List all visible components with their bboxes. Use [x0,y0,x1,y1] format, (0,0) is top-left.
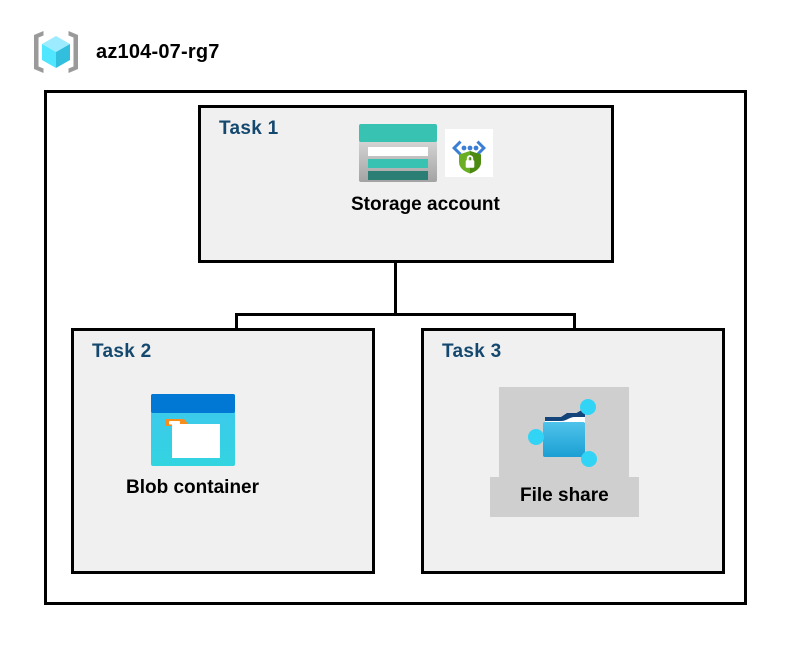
resource-group-name: az104-07-rg7 [96,40,220,63]
connector-storage-trunk [394,263,397,315]
task-1-label: Task 1 [219,118,279,139]
task-3-box: Task 3 [421,328,725,574]
file-share-icon [528,399,598,467]
secure-endpoint-shield-icon [445,129,494,177]
task-3-label: Task 3 [442,341,502,362]
node-file-share[interactable]: File share [490,387,639,517]
storage-account-caption: Storage account [351,194,500,215]
blob-container-icon [150,394,235,466]
blob-container-icon-group [150,393,236,467]
storage-account-icon-group [357,122,494,184]
file-share-caption: File share [490,477,639,517]
node-blob-container[interactable]: Blob container [124,393,261,499]
resource-group-header: az104-07-rg7 [30,28,220,76]
node-storage-account[interactable]: Storage account [349,122,502,216]
task-2-box: Task 2 Blob container [71,328,375,574]
connector-horizontal-bus [235,313,576,316]
task-1-box: Task 1 [198,105,614,263]
blob-container-caption: Blob container [126,477,260,498]
task-2-label: Task 2 [92,341,152,362]
resource-group-cube-icon [34,31,78,73]
file-share-icon-group [499,387,630,477]
storage-account-icon [359,124,438,182]
